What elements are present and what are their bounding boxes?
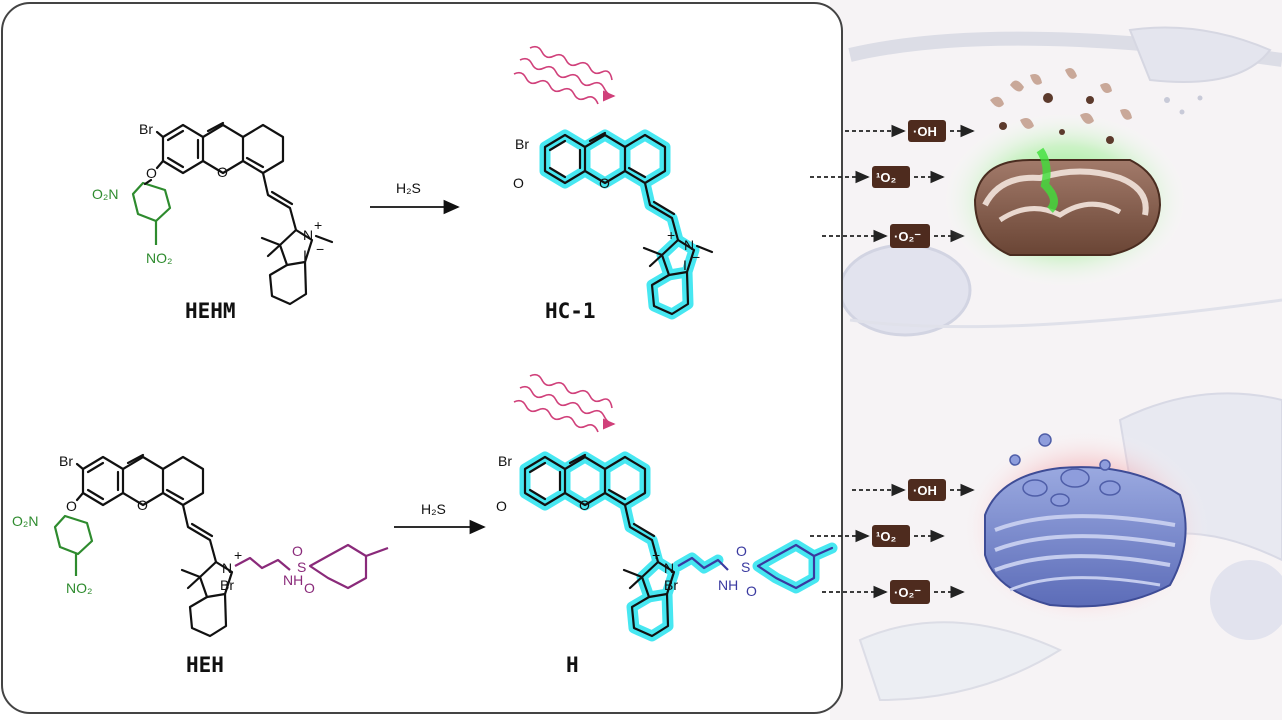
h-bromo-label: Br	[498, 453, 512, 469]
heh-sulfonyl-o1: O	[292, 543, 303, 559]
hc1-xanthene-oxygen: O	[599, 175, 610, 191]
h-nh-label: NH	[718, 577, 738, 593]
heh-structure: Br O O O₂N NO₂ N + Br NH S O O	[12, 453, 389, 638]
ros-oh-bottom: ·OH	[913, 483, 937, 498]
ros-badge-oh-top	[908, 120, 946, 142]
light-wave-icon-bottom	[513, 373, 616, 433]
light-wave-icon	[513, 45, 616, 105]
h-xanthene-oxygen: O	[579, 497, 590, 513]
reaction-arrow-top: H₂S	[370, 180, 460, 215]
indolium-plus: +	[314, 217, 322, 233]
h-n-label: N	[664, 560, 674, 576]
compound-label-hehm: HEHM	[185, 299, 236, 323]
ros-badge-1o2-top	[872, 166, 910, 188]
ros-badge-o2-top	[890, 224, 930, 248]
h-phenolate-label: O	[496, 498, 507, 514]
xanthene-oxygen-label: O	[217, 164, 228, 180]
h-sulfonyl-o1: O	[736, 543, 747, 559]
heh-sulfur-label: S	[297, 559, 306, 575]
heh-n-label: N	[222, 560, 232, 576]
hc1-n-label: N	[684, 237, 694, 253]
indolium-n-label: N	[303, 227, 313, 243]
compound-label-heh: HEH	[186, 653, 224, 677]
h-bromide-label: Br	[664, 577, 678, 593]
ros-badge-1o2-bottom	[872, 525, 910, 547]
ros-1o2-top: ¹O₂	[876, 170, 896, 185]
reagent-top: H₂S	[396, 180, 421, 196]
heh-bromo-label: Br	[59, 453, 73, 469]
heh-plus: +	[234, 547, 242, 563]
nitro-label-1: O₂N	[92, 186, 118, 202]
ros-1o2-bottom: ¹O₂	[876, 529, 896, 544]
hc1-bromo-label: Br	[515, 136, 529, 152]
heh-nitro-label-2: NO₂	[66, 580, 92, 596]
hehm-structure: Br O O O₂N NO₂ N + I −	[92, 121, 334, 306]
hc1-phenolate-label: O	[513, 175, 524, 191]
bromo-label: Br	[139, 121, 153, 137]
h-structure: Br O O N + Br NH S O O	[496, 451, 838, 642]
heh-ether-oxygen: O	[66, 498, 77, 514]
iodide-label: I	[303, 247, 307, 263]
ether-oxygen-label: O	[146, 165, 157, 181]
hc1-iodide-minus: −	[692, 249, 700, 265]
endoplasmic-reticulum-illustration	[960, 428, 1210, 628]
heh-sulfonyl-o2: O	[304, 580, 315, 596]
ros-oh-top: ·OH	[913, 124, 937, 139]
hc1-iodide-label: I	[683, 257, 687, 273]
h-sulfur-label: S	[741, 559, 750, 575]
ros-o2-bottom: ·O₂⁻	[894, 585, 921, 600]
heh-bromide-label: Br	[220, 577, 234, 593]
heh-nh-label: NH	[283, 572, 303, 588]
reaction-arrow-bottom: H₂S	[394, 501, 486, 535]
compound-label-hc1: HC-1	[545, 299, 596, 323]
iodide-minus: −	[316, 241, 324, 257]
heh-nitro-label-1: O₂N	[12, 513, 38, 529]
nitro-label-2: NO₂	[146, 250, 172, 266]
ros-o2-top: ·O₂⁻	[894, 229, 921, 244]
h-plus: +	[652, 547, 660, 563]
reaction-panel	[1, 2, 843, 714]
reagent-bottom: H₂S	[421, 501, 446, 517]
hc1-structure: Br O O N + I −	[513, 129, 714, 320]
heh-xanthene-oxygen: O	[137, 497, 148, 513]
mitochondrion-illustration	[940, 68, 1190, 290]
h-sulfonyl-o2: O	[746, 583, 757, 599]
compound-label-h: H	[566, 653, 579, 677]
ros-arrows-top: ·OH ¹O₂ ·O₂⁻	[810, 120, 975, 248]
ros-badge-o2-bottom	[890, 580, 930, 604]
ros-badge-oh-bottom	[908, 479, 946, 501]
hc1-plus: +	[667, 227, 675, 243]
ros-arrows-bottom: ·OH ¹O₂ ·O₂⁻	[810, 479, 975, 604]
